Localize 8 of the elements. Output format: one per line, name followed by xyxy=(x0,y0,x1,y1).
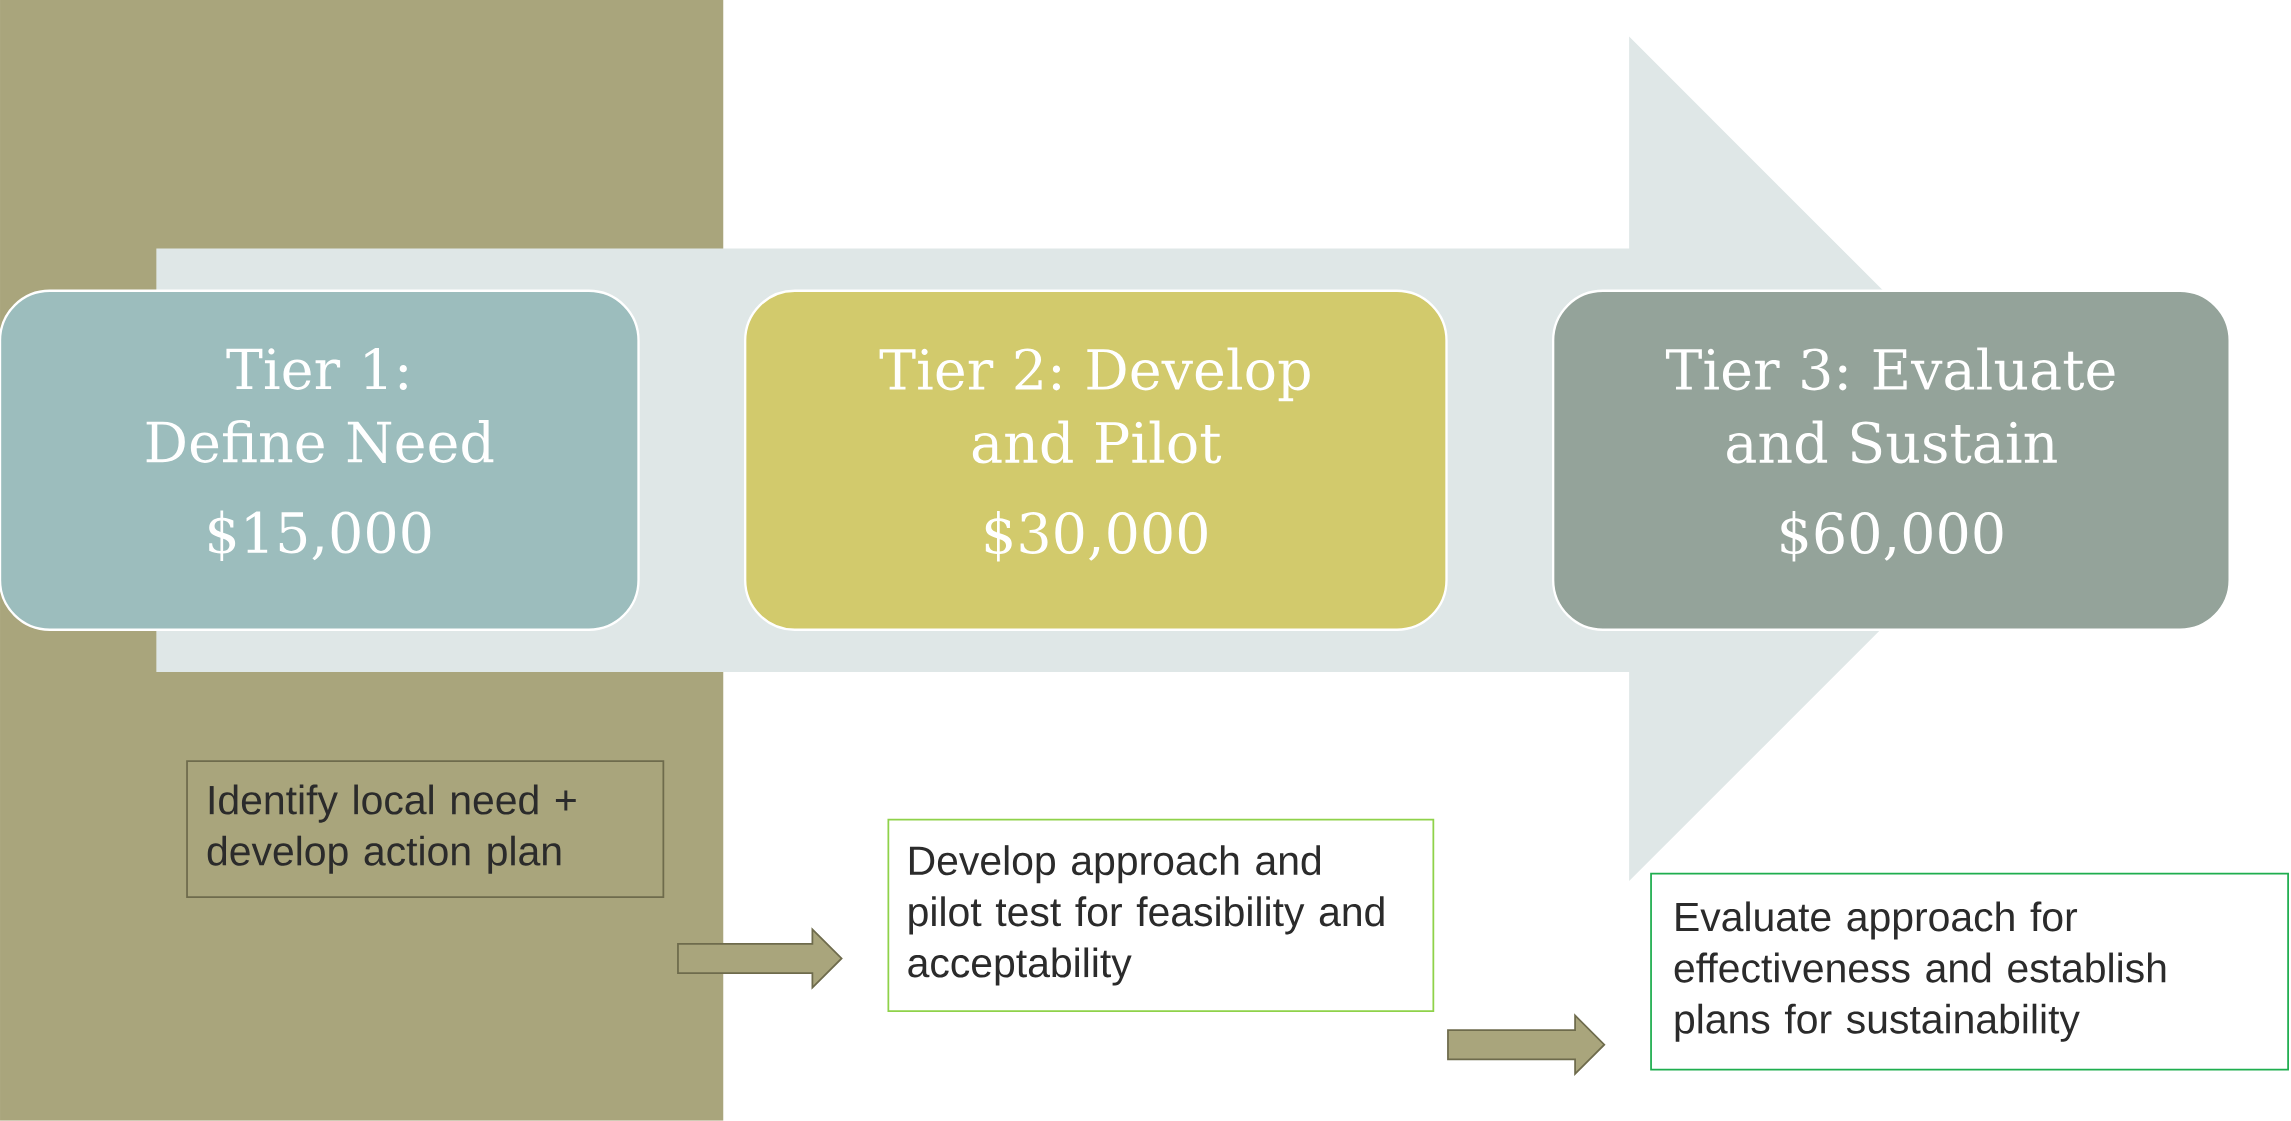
block-arrow xyxy=(677,927,843,990)
description-box: Evaluate approach for effectiveness and establish plans for sustainability xyxy=(1650,873,2289,1071)
tier-box: Tier 3: Evaluate and Sustain $60,000 xyxy=(1552,289,2231,632)
tier-box: Tier 1: Define Need $15,000 xyxy=(0,289,640,632)
description-box: Identify local need + develop action plan xyxy=(186,760,665,899)
tier-box: Tier 2: Develop and Pilot $30,000 xyxy=(744,289,1448,632)
description-box: Develop approach and pilot test for feasibility and acceptability xyxy=(887,818,1435,1013)
block-arrow xyxy=(1447,1013,1606,1077)
